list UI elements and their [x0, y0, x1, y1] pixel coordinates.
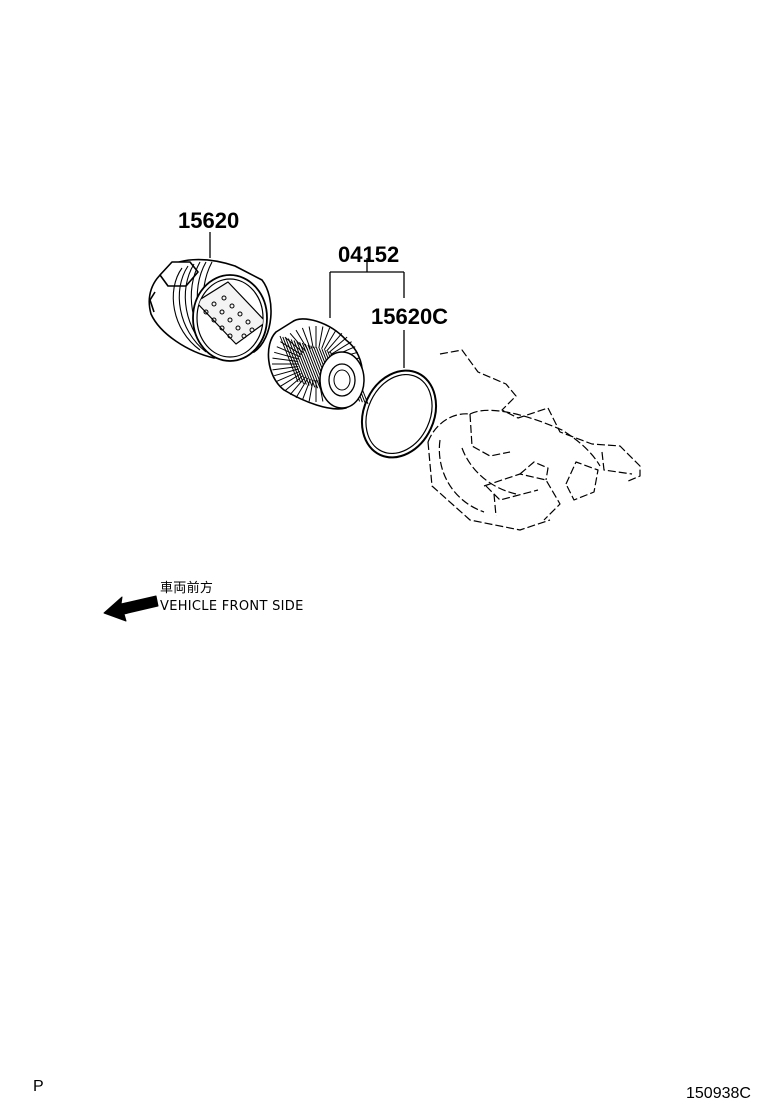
filter-pleat	[274, 368, 300, 377]
vehicle-front-label-jp: 車両前方	[160, 580, 213, 596]
filter-pleat	[272, 366, 299, 371]
filter-pleat	[290, 339, 310, 386]
filter-pleat	[330, 341, 352, 356]
filter-pleat	[279, 335, 299, 383]
leader-lines	[209, 232, 405, 368]
vehicle-front-label-en: VEHICLE FRONT SIDE	[160, 599, 304, 614]
filter-pleat	[321, 327, 331, 349]
filter-pleat	[280, 341, 302, 356]
part-number-housing-cap: 15620	[178, 208, 239, 233]
filter-pleat	[289, 376, 306, 396]
filter-pleat	[276, 370, 301, 382]
page-letter: P	[33, 1078, 44, 1095]
filter-pleat	[326, 332, 343, 352]
filter-pleat	[287, 338, 307, 385]
filter-pleat	[308, 379, 314, 402]
filter-pleat	[301, 327, 311, 349]
filter-pleat	[318, 326, 324, 349]
filter-pleat	[296, 341, 316, 388]
filter-pleat	[285, 337, 305, 384]
oil-filter-element-drawing	[267, 318, 369, 410]
filter-pleat	[299, 342, 319, 389]
oil-filter-cap-drawing	[148, 258, 272, 362]
filter-pleat	[274, 351, 300, 360]
filter-pleat	[282, 336, 302, 384]
part-number-o-ring: 15620C	[371, 304, 448, 329]
filter-pleat	[308, 326, 314, 349]
filter-pleat	[328, 336, 348, 354]
engine-block-outline	[427, 349, 641, 531]
filter-pleat	[293, 340, 313, 387]
filter-pleat	[295, 378, 309, 399]
filter-pleat	[272, 357, 299, 362]
filter-pleat	[301, 379, 311, 401]
filter-pleat	[289, 332, 306, 352]
o-ring-drawing	[361, 369, 437, 459]
figure-id: 150938C	[686, 1085, 751, 1102]
part-number-filter-element: 04152	[338, 242, 399, 267]
front-direction-arrow-icon	[103, 595, 159, 622]
filter-pleat	[301, 342, 321, 390]
filter-pleat	[323, 329, 337, 350]
filter-pleat	[284, 374, 304, 392]
